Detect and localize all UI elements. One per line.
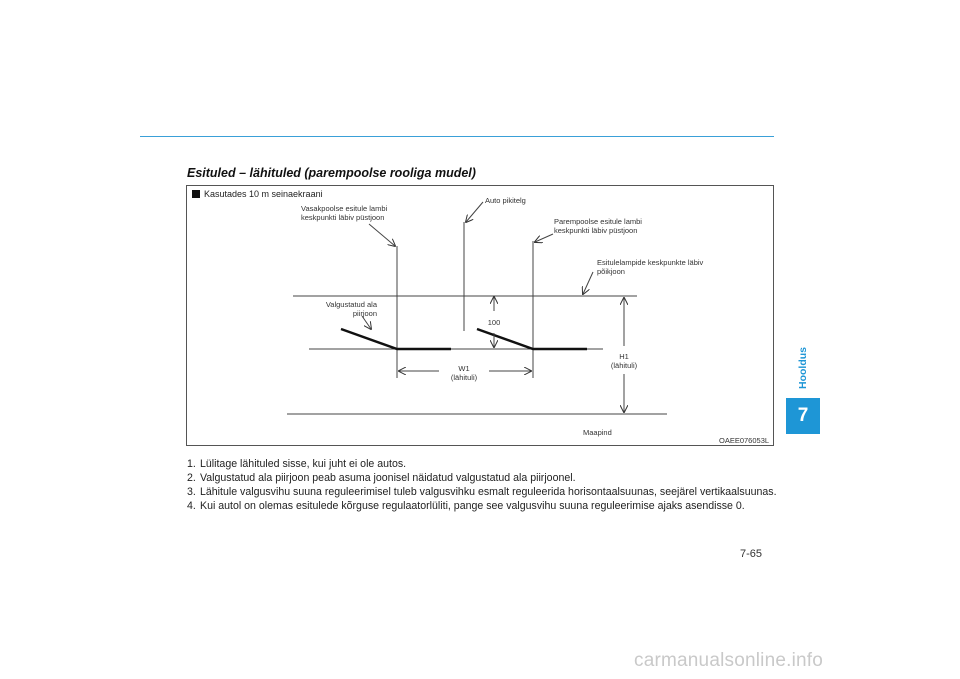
label-w1-sub: (lähituli)	[450, 373, 478, 382]
list-item: 2.Valgustatud ala piirjoon peab asuma jo…	[187, 472, 576, 484]
right-beam-cutoff	[476, 327, 587, 351]
label-w1: W1 (lähituli)	[439, 364, 489, 382]
label-horizontal-center: Esitulelampide keskpunkte läbiv põikjoon	[597, 258, 704, 276]
label-h1-name: H1	[619, 352, 629, 361]
label-h1-sub: (lähituli)	[610, 361, 638, 370]
leader-horizontal-center	[583, 271, 594, 294]
label-right-vertical: Parempoolse esitule lambi keskpunkti läb…	[554, 217, 642, 235]
section-title: Esituled – lähituled (parempoolse roolig…	[187, 166, 476, 180]
chapter-label-text: Hooldus	[797, 347, 809, 389]
instruction-list: 1.Lülitage lähituled sisse, kui juht ei …	[187, 457, 787, 513]
headlight-aiming-figure: Kasutades 10 m seinaekraani Vasakpoolse …	[186, 185, 774, 446]
label-offset: 100	[487, 318, 501, 327]
figure-code: OAEE076053L	[719, 436, 770, 445]
diagram-lines	[287, 201, 667, 415]
left-beam-cutoff	[340, 327, 451, 351]
list-item: 1.Lülitage lähituled sisse, kui juht ei …	[187, 458, 407, 470]
chapter-label: Hooldus	[786, 340, 820, 396]
leader-left-vertical	[368, 223, 395, 246]
leader-cutoff	[361, 315, 371, 329]
list-item: 4.Kui autol on olemas esitulede kõrguse …	[187, 500, 745, 512]
chapter-tab: 7	[786, 398, 820, 434]
label-w1-name: W1	[458, 364, 470, 373]
label-car-axis: Auto pikitelg	[485, 196, 526, 205]
figure-caption-text: Kasutades 10 m seinaekraani	[204, 189, 323, 199]
watermark-text: carmanualsonline.info	[634, 650, 824, 671]
label-cutoff-line: Valgustatud ala piirjoon	[325, 300, 377, 318]
top-rule	[140, 136, 774, 137]
label-h1: H1 (lähituli)	[601, 352, 647, 370]
label-left-vertical: Vasakpoolse esitule lambi keskpunkti läb…	[301, 204, 388, 222]
figure-caption: Kasutades 10 m seinaekraani	[192, 189, 323, 199]
square-bullet-icon	[192, 190, 200, 198]
leader-right-vertical	[535, 233, 554, 242]
list-item: 3.Lähitule valgusvihu suuna reguleerimis…	[187, 486, 777, 498]
label-ground: Maapind	[583, 428, 612, 437]
leader-car-axis	[466, 201, 484, 222]
page-number: 7-65	[740, 548, 763, 560]
